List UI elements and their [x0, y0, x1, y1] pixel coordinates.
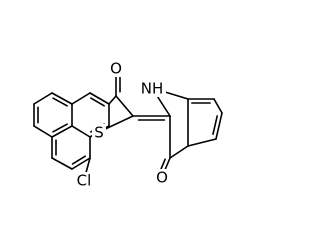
bond-C9-C8: [71, 157, 91, 170]
bond-D2-D3-second-line: [212, 115, 219, 136]
oxygen-top-label: O: [110, 60, 122, 78]
structure-diagram: O S NH O Cl: [33, 59, 223, 190]
bond-A3-A4: [51, 92, 73, 105]
bond-B4-A5: [71, 125, 91, 138]
bond-A5-A6: [51, 125, 73, 138]
bond-A5-A6-second-line: [52, 123, 68, 133]
bond-layer: [33, 67, 223, 181]
bond-A2-A3: [33, 92, 53, 105]
chlorine-label: Cl: [77, 172, 92, 190]
bond-B2-CO: [108, 95, 117, 105]
bond-B1-B2-second-line: [90, 97, 105, 107]
bond-A4-B1: [71, 92, 91, 105]
bond-B1-B2: [89, 92, 110, 105]
bond-C3a-C4: [169, 145, 189, 159]
bond-CO-C2: [115, 95, 134, 117]
bond-C8-C7: [51, 157, 73, 170]
oxygen-bottom-label: O: [156, 169, 168, 187]
molecule-drawing: O S NH O Cl: [33, 60, 223, 190]
nitrogen-h-label: NH: [141, 80, 164, 98]
bond-D3-C3a: [187, 138, 217, 147]
bond-A6-A1: [33, 125, 53, 138]
bond-A3-A4-second-line: [52, 97, 68, 107]
bond-C9-C8-second-line: [71, 155, 87, 165]
atom-label-layer: O S NH O Cl: [72, 60, 170, 190]
sulfur-label: S: [94, 124, 104, 142]
bond-D2-D3: [215, 112, 223, 140]
bond-D1-D2: [213, 98, 223, 114]
